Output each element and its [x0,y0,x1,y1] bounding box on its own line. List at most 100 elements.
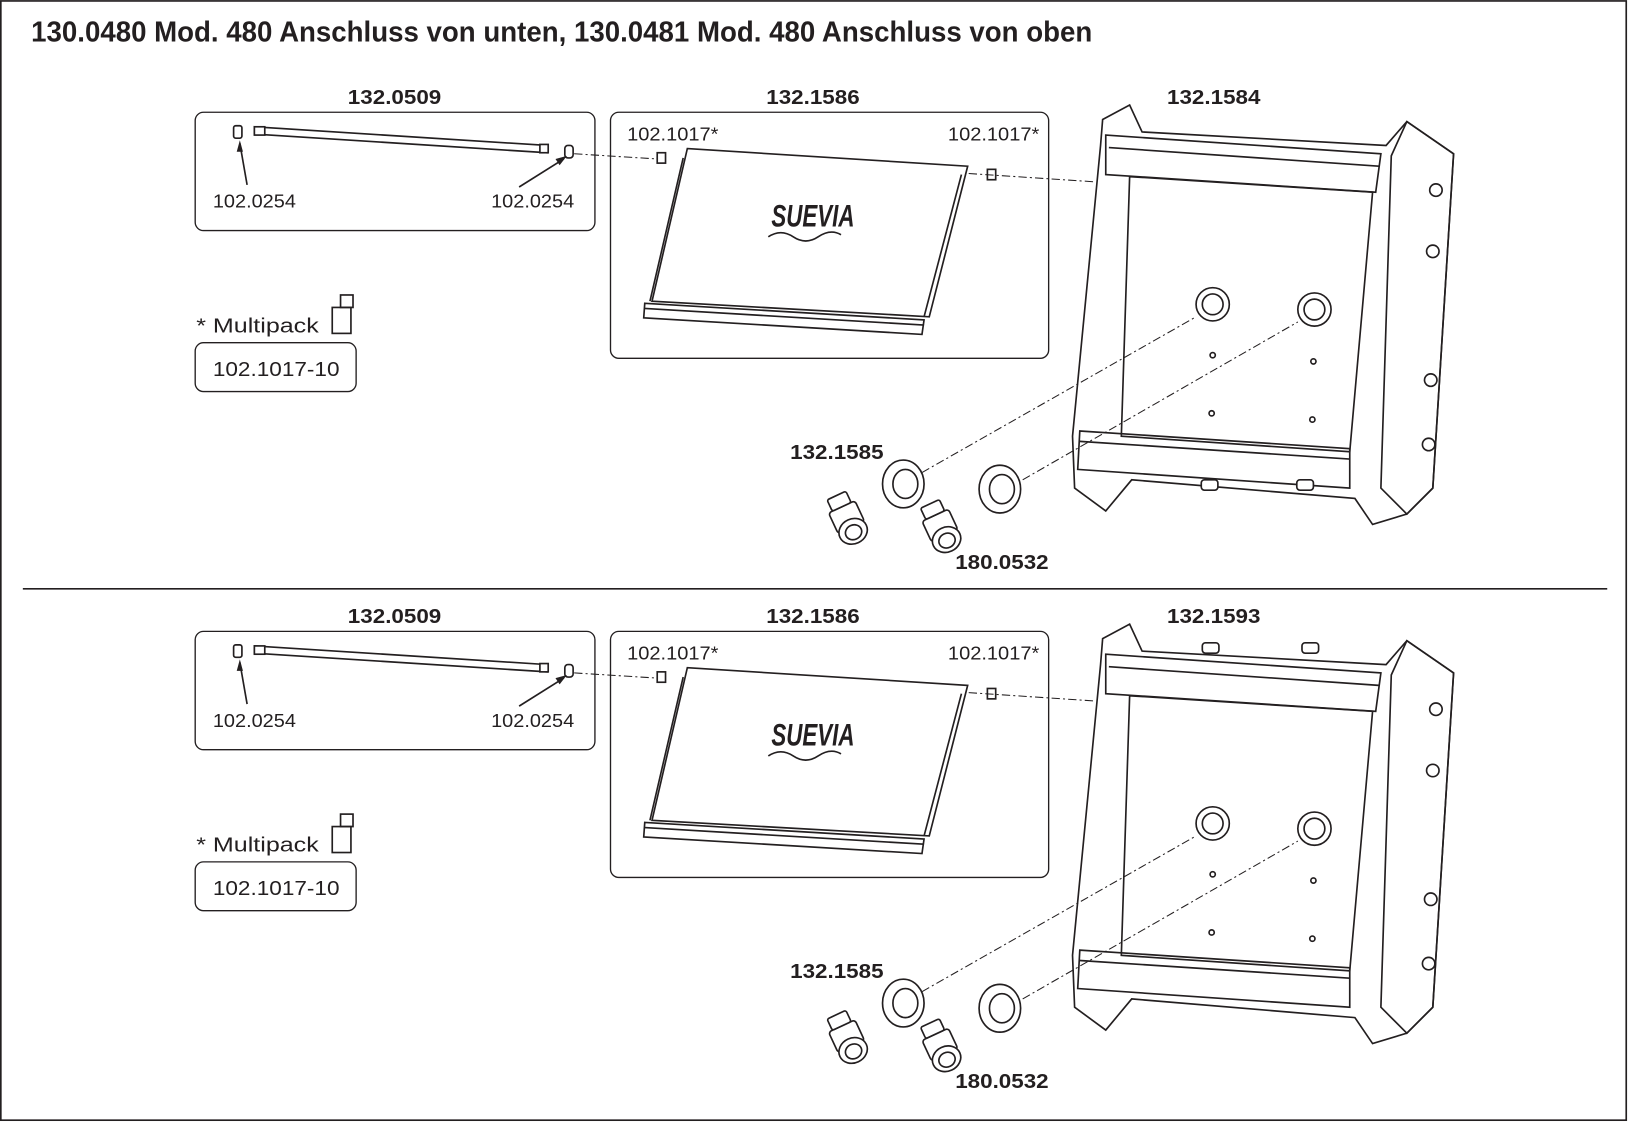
screw-right-part-number: 102.1017* [948,123,1039,144]
panel-lip [642,302,926,336]
multipack-icon-tab [339,813,354,828]
fitting-icon [826,1010,869,1065]
panel-box [609,111,1050,359]
rail-edge [1079,440,1350,460]
fitting-set: 180.0532 [826,1010,1049,1093]
fitting-end-inner [844,523,863,541]
assembly-line [574,153,658,160]
fitting-part-number: 180.0532 [955,1070,1048,1093]
housing-bottom-rail [1076,430,1351,489]
nut-right-part-number: 102.0254 [491,710,574,731]
multipack-label: * Multipack [196,833,319,856]
nut-left-part-number: 102.0254 [213,191,296,212]
connection-stub [1301,641,1320,655]
housing-body [1071,622,1455,1045]
fitting-end [838,517,869,545]
multipack-part-number: 102.1017-10 [213,877,340,900]
panel-part-number: 132.1586 [766,86,859,109]
multipack-box [194,861,357,912]
arrow-head [236,659,243,671]
assembly-line [921,835,1197,993]
assembly-line [1022,840,1299,1000]
small-hole [1308,935,1316,943]
nut-left-icon [232,124,243,140]
housing-assembly: 132.1584 [1071,86,1455,526]
rod-thread-right [539,662,550,673]
panel-box [609,630,1050,879]
rail-edge [1079,959,1350,979]
rail-edge [1108,146,1379,168]
nut-left-part-number: 102.0254 [213,710,296,731]
diagram-title: 130.0480 Mod. 480 Anschluss von unten, 1… [31,17,1092,49]
mounting-hole [1428,702,1443,717]
small-hole [1208,409,1216,417]
fitting-end [931,1045,962,1073]
assembly-line [574,672,658,679]
fitting-set: 180.0532 [826,491,1049,574]
seal-ring-inner [988,992,1016,1024]
panel-plate [650,666,969,837]
seal-set: 132.1585 [790,441,1022,514]
small-hole [1309,357,1317,365]
housing-body [1071,103,1455,526]
logo-wave [767,231,842,242]
connection-port-inner [1303,817,1326,840]
logo-wave [767,750,842,761]
connection-port-inner [1303,298,1326,321]
mounting-hole [1425,763,1440,778]
arrow-head [555,155,567,166]
small-hole [1209,351,1217,359]
fitting-end [838,1036,869,1065]
connection-port [1195,286,1231,322]
housing-part-number: 132.1593 [1167,605,1260,628]
seal-part-number: 132.1585 [790,441,883,464]
suevia-logo: SUEVIA [771,198,854,233]
mounting-hole [1421,956,1436,971]
multipack-icon [331,306,352,335]
fitting-thread [920,1018,945,1039]
fitting-thread [826,1010,852,1031]
mounting-hole [1425,244,1440,259]
screw-left-part-number: 102.1017* [627,123,718,144]
connection-port-inner [1201,293,1224,316]
housing-flange [1380,639,1455,1035]
rod-box [194,111,596,232]
panel-lip-edge [644,826,925,846]
rod-thread-left [253,645,266,656]
rod-part-number: 132.0509 [348,86,441,109]
rod-thread-right [539,143,550,154]
screw-right-part-number: 102.1017* [948,642,1039,663]
leader-arrow [518,158,565,188]
fitting-end-inner [844,1043,863,1060]
seal-part-number: 132.1585 [790,960,883,983]
fitting-end [931,525,962,554]
panel-plate [650,147,969,318]
multipack-icon [331,825,352,854]
seal-set: 132.1585 [790,960,1022,1033]
mounting-hole [1421,437,1436,452]
small-hole [1309,877,1317,884]
panel-edge [649,676,684,821]
connection-stub [1200,478,1219,491]
housing-top-rail [1104,653,1382,713]
rod-part-number: 132.0509 [348,605,441,628]
panel-assembly: 132.1586 102.1017* 102.1017* SUEVIA [609,86,1050,359]
mounting-hole [1423,373,1438,388]
multipack-icon-tab [339,294,354,309]
housing-bottom-rail [1076,949,1351,1009]
connection-stub [1201,641,1220,655]
fitting-icon [920,1018,962,1073]
rod-thread-left [253,125,266,136]
multipack-box [194,342,357,393]
leader-arrow [518,677,565,707]
panel-lip-edge [644,307,925,326]
rod-assembly: 132.0509 102.0254 102.0254 [194,605,596,751]
connection-stub [1295,478,1315,491]
seal-ring-inner [892,468,919,500]
housing-top-rail [1104,134,1382,194]
panel-part-number: 132.1586 [766,605,859,628]
